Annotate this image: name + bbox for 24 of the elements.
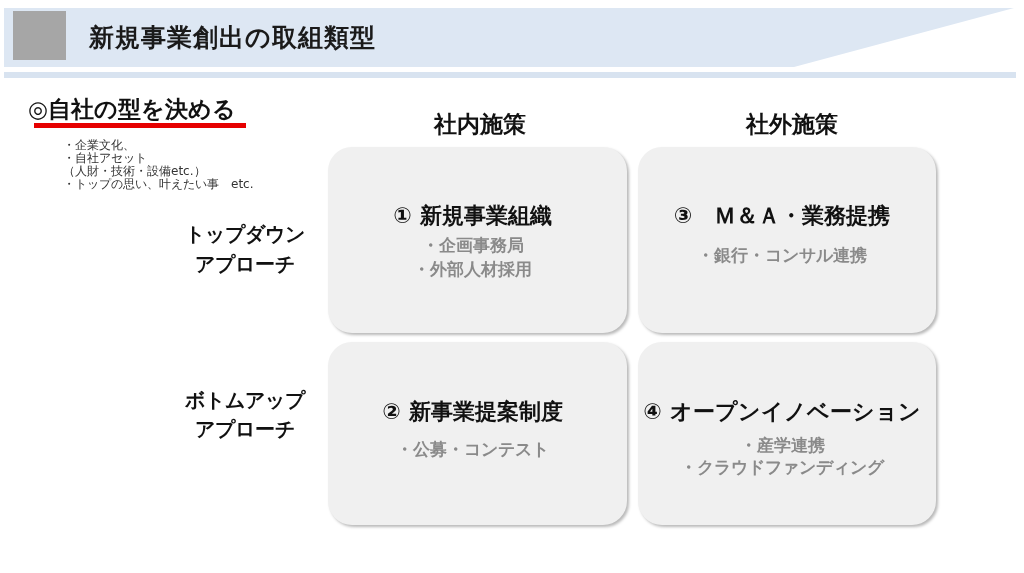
bullet-item: ・企画事務局: [420, 234, 525, 256]
panel-heading: ④ オープンイノベーション: [642, 398, 922, 426]
note-line: ・企業文化、: [63, 138, 135, 152]
row-header: トップダウンアプローチ: [184, 221, 306, 278]
column-header: 社内施策: [432, 110, 527, 139]
section-heading: ◎自社の型を決める: [28, 95, 237, 124]
rounded-panel: [328, 147, 627, 333]
bullet-item: ・クラウドファンディング: [679, 456, 886, 478]
column-header: 社外施策: [744, 110, 839, 139]
panel-heading: ② 新事業提案制度: [381, 398, 564, 426]
bullet-item: ・外部人材採用: [412, 258, 533, 280]
note-line: ・トップの思い、叶えたい事 etc.: [63, 177, 254, 191]
slide-title: 新規事業創出の取組類型: [89, 22, 376, 54]
panel-heading: ③ Ｍ＆Ａ・業務提携: [672, 202, 892, 230]
note-line: （人財・技術・設備etc.）: [63, 164, 206, 178]
rounded-panel: [638, 147, 936, 333]
rounded-panel: [638, 342, 936, 525]
bullet-item: ・銀行・コンサル連携: [696, 244, 868, 266]
rounded-panel: [328, 342, 627, 525]
panel-heading: ① 新規事業組織: [392, 202, 553, 230]
bullet-item: ・公募・コンテスト: [395, 438, 550, 460]
row-header: ボトムアップアプローチ: [184, 387, 307, 443]
note-line: ・自社アセット: [63, 151, 147, 165]
bullet-item: ・産学連携: [738, 434, 826, 456]
